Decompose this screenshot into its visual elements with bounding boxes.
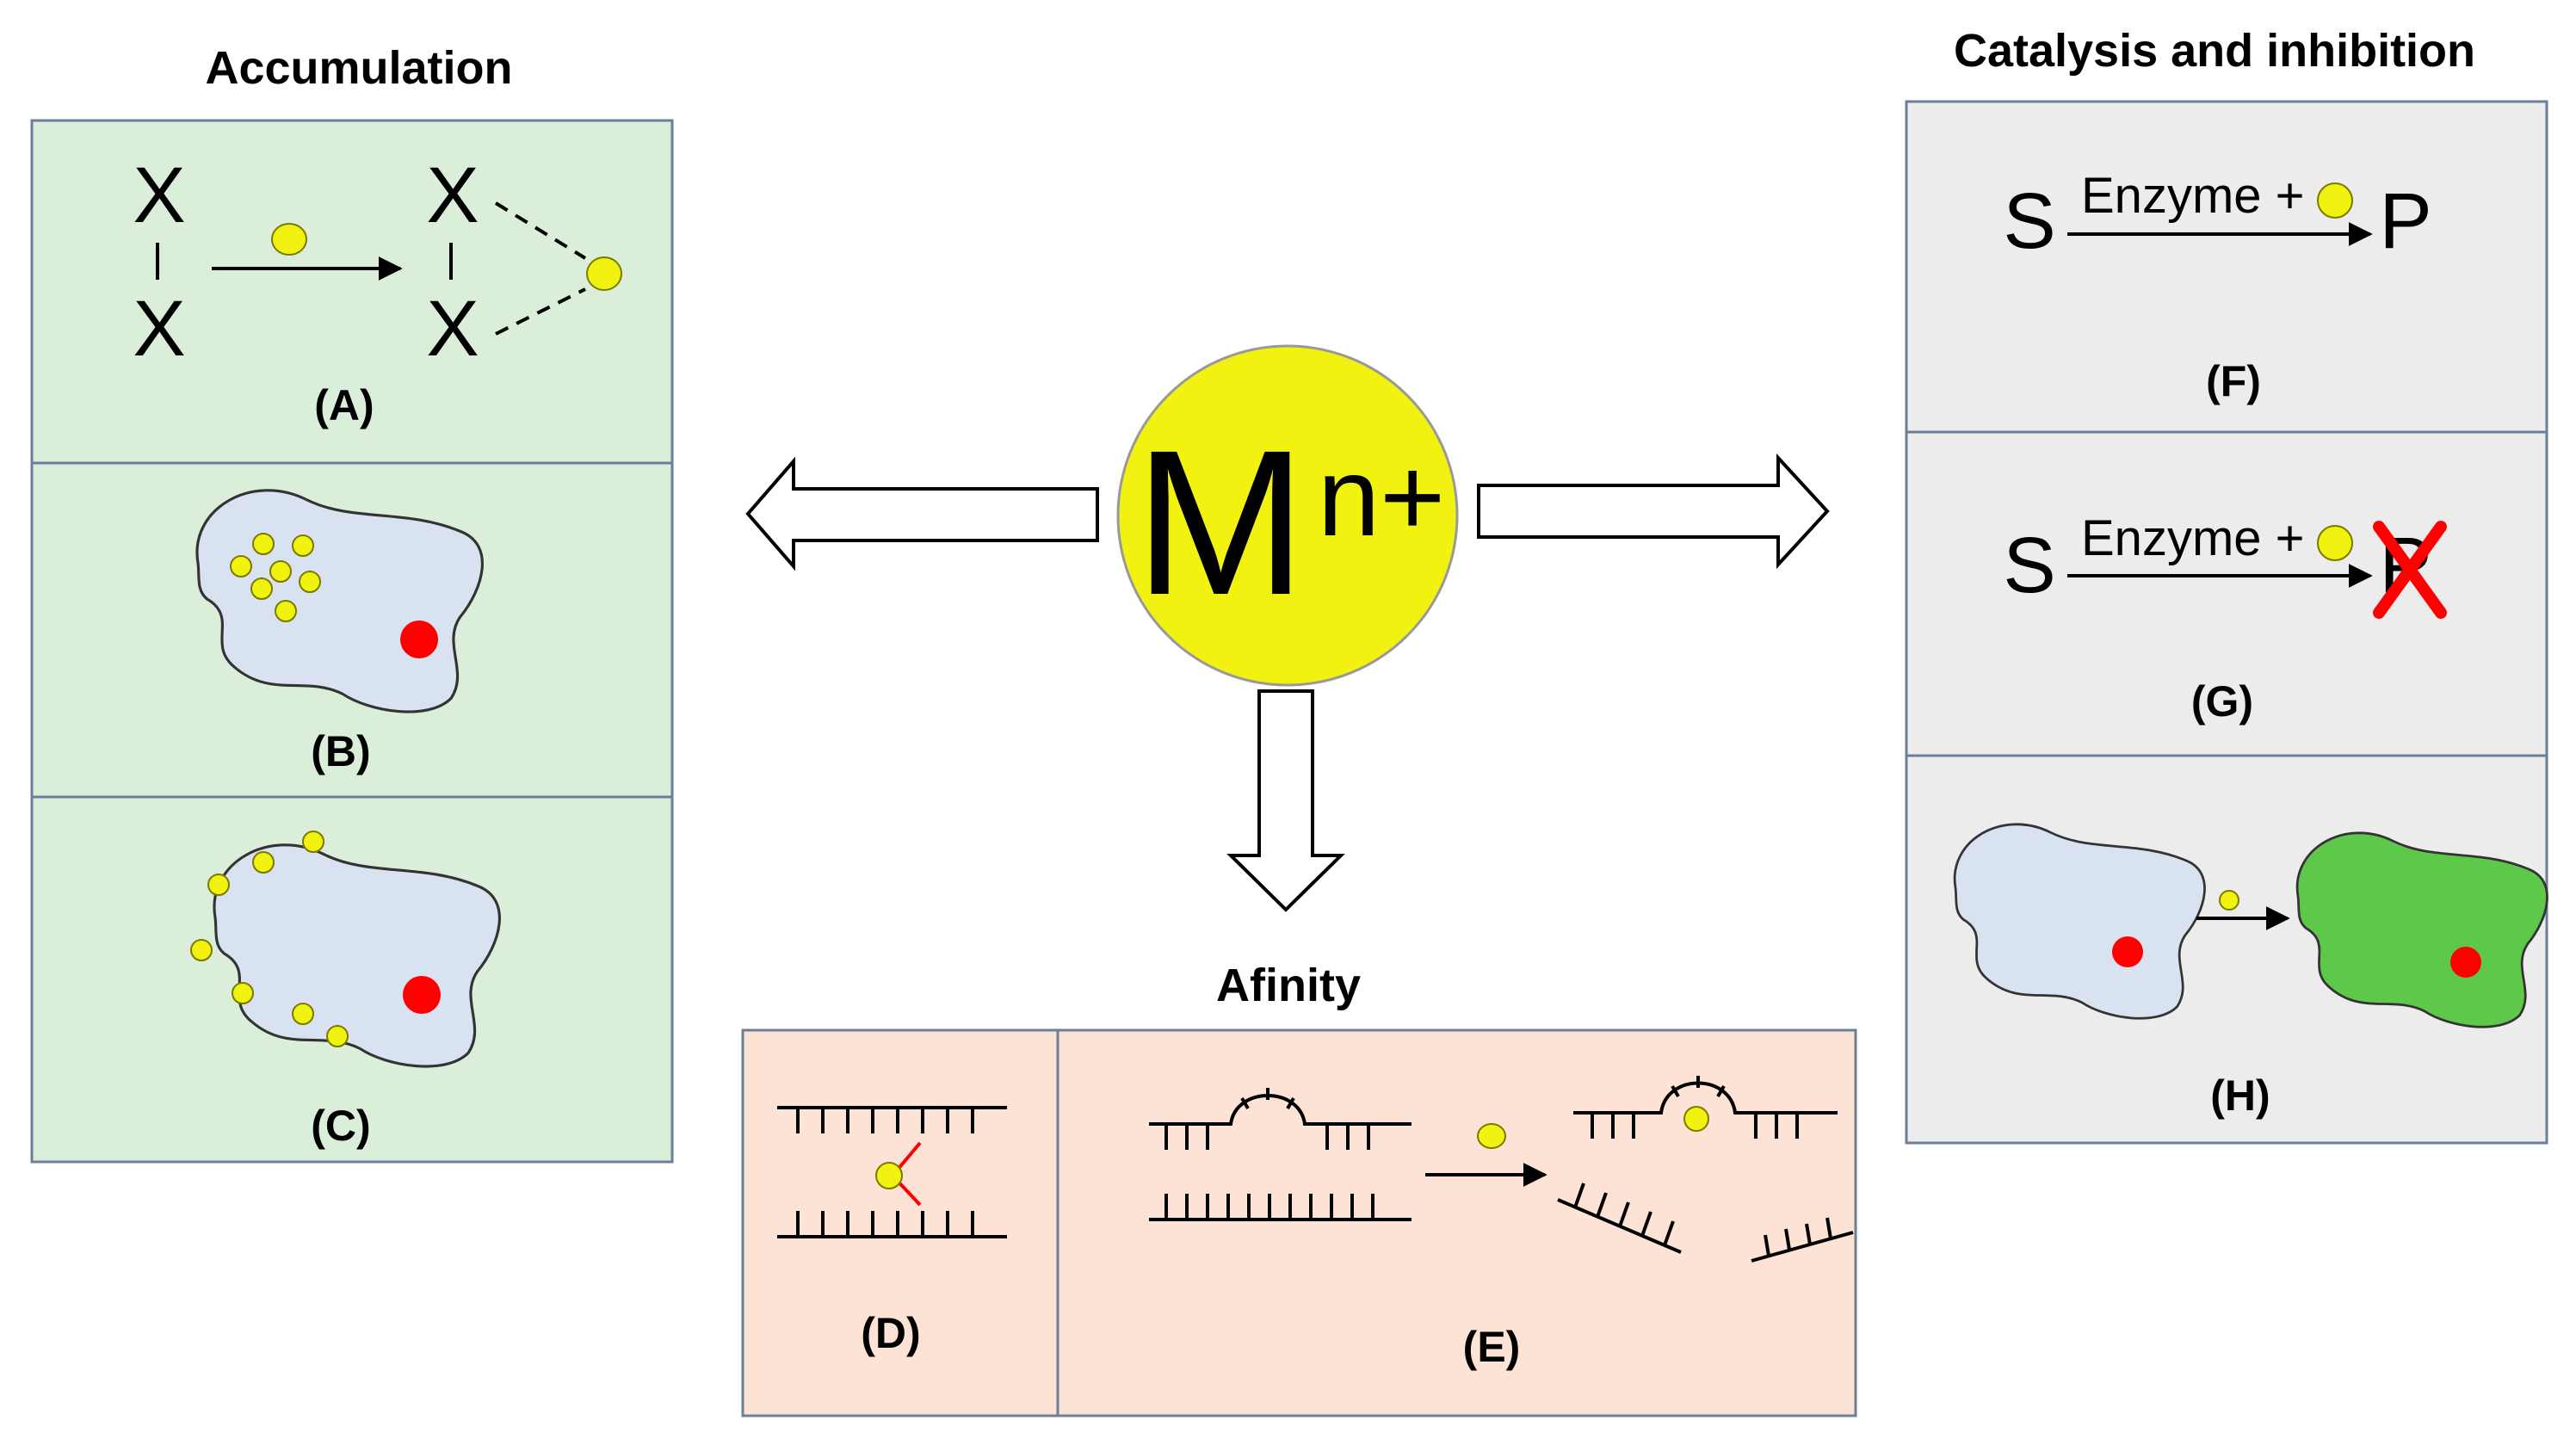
red-nucleus-icon bbox=[2112, 936, 2143, 967]
coordination-bond-top bbox=[494, 201, 587, 260]
panel-f-label: (F) bbox=[2206, 357, 2261, 405]
yellow-ion-icon bbox=[1683, 1106, 1709, 1132]
panel-g-label: (G) bbox=[2191, 677, 2253, 726]
red-nucleus-icon bbox=[400, 621, 438, 658]
yellow-ion-icon bbox=[326, 1025, 349, 1047]
metal-ion-center: M n+ bbox=[1116, 344, 1459, 687]
metal-charge: n+ bbox=[1318, 434, 1445, 559]
panel-a: X X X X (A) bbox=[133, 151, 622, 429]
panel-g-background bbox=[1905, 430, 2548, 757]
yellow-ion-icon bbox=[1477, 1123, 1506, 1149]
panel-d bbox=[777, 1106, 1007, 1238]
affinity-panel-background bbox=[741, 1028, 1857, 1417]
right-block-arrow bbox=[1477, 453, 1830, 570]
dna-strand-icon bbox=[1751, 1217, 1854, 1263]
yellow-ion-icon bbox=[292, 1003, 314, 1025]
yellow-ion-icon bbox=[252, 533, 275, 555]
yellow-ion-icon bbox=[302, 831, 324, 853]
yellow-ion-icon bbox=[252, 851, 275, 874]
dna-strand-icon bbox=[777, 1211, 1007, 1238]
yellow-ion-icon bbox=[275, 600, 297, 622]
enzyme-label: Enzyme + bbox=[2081, 510, 2305, 566]
yellow-ion-icon bbox=[250, 577, 273, 600]
panel-c-label: (C) bbox=[311, 1102, 370, 1150]
dna-strand-icon bbox=[1149, 1088, 1412, 1150]
panel-a-background bbox=[30, 119, 674, 465]
yellow-ion-icon bbox=[2219, 890, 2239, 911]
dna-strand-icon bbox=[1557, 1183, 1682, 1254]
surface-bound-ions bbox=[190, 831, 349, 1047]
atom-x-top-left: X bbox=[133, 151, 185, 239]
panel-a-label: (A) bbox=[314, 381, 374, 429]
atom-x-bottom-left: X bbox=[133, 285, 185, 373]
panel-f-background bbox=[1905, 100, 2548, 434]
intracellular-ions bbox=[230, 533, 321, 622]
coordination-bond-bottom bbox=[495, 287, 586, 336]
atom-x-bottom-right: X bbox=[426, 285, 479, 373]
panel-e-label: (E) bbox=[1463, 1323, 1521, 1371]
atom-x-top-right: X bbox=[426, 151, 479, 239]
catalysis-title: Catalysis and inhibition bbox=[1954, 25, 2475, 77]
left-block-arrow bbox=[745, 456, 1099, 571]
product-label: P bbox=[2379, 177, 2431, 265]
dna-strand-icon bbox=[777, 1106, 1007, 1133]
red-cross-icon bbox=[2373, 521, 2447, 619]
panel-g: S Enzyme + P (G) bbox=[2003, 510, 2447, 726]
yellow-ion-icon bbox=[2317, 182, 2353, 219]
panel-d-label: (D) bbox=[861, 1309, 920, 1357]
panel-h: (H) bbox=[1953, 823, 2548, 1120]
yellow-ion-icon bbox=[875, 1162, 903, 1189]
red-nucleus-icon bbox=[403, 976, 441, 1014]
accumulation-title: Accumulation bbox=[205, 42, 512, 94]
yellow-ion-icon bbox=[292, 534, 314, 557]
yellow-ion-icon bbox=[207, 874, 230, 896]
panel-b-label: (B) bbox=[311, 727, 370, 775]
metal-symbol: M bbox=[1134, 407, 1307, 638]
metal-ion-circle bbox=[1116, 344, 1459, 687]
dna-strand-icon bbox=[1573, 1076, 1838, 1139]
panel-b: (B) bbox=[195, 489, 485, 775]
down-block-arrow bbox=[1226, 689, 1345, 912]
substrate-label: S bbox=[2003, 177, 2055, 265]
affinity-title: Afinity bbox=[1216, 960, 1361, 1011]
panel-f: S Enzyme + P (F) bbox=[2003, 168, 2431, 405]
panel-h-label: (H) bbox=[2210, 1071, 2270, 1120]
yellow-ion-icon bbox=[232, 982, 254, 1004]
yellow-ion-icon bbox=[299, 571, 321, 593]
panel-e bbox=[1149, 1076, 1854, 1263]
yellow-ion-icon bbox=[230, 555, 252, 577]
substrate-label: S bbox=[2003, 522, 2055, 609]
enzyme-label: Enzyme + bbox=[2081, 168, 2305, 224]
red-nucleus-icon bbox=[2450, 947, 2481, 978]
dna-strand-icon bbox=[1149, 1194, 1412, 1221]
yellow-ion-icon bbox=[269, 560, 292, 583]
panel-c: (C) bbox=[190, 831, 502, 1150]
yellow-ion-icon bbox=[586, 256, 622, 291]
yellow-ion-icon bbox=[2317, 525, 2353, 561]
yellow-ion-icon bbox=[190, 939, 213, 961]
yellow-ion-icon bbox=[271, 223, 307, 256]
